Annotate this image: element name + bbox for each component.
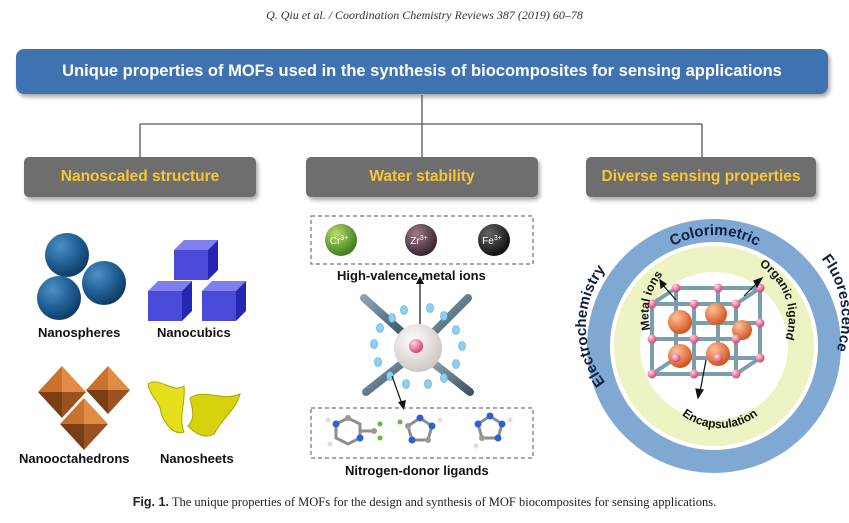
- ligand-molecule-2: [397, 414, 443, 444]
- label-nanooctahedrons: Nanooctahedrons: [19, 451, 130, 466]
- mof-lattice-illustration: [647, 276, 765, 400]
- ion-cr-label: Cr3+: [330, 235, 349, 247]
- nanospheres-illustration: [37, 233, 126, 320]
- label-high-valence-metal-ions: High-valence metal ions: [337, 268, 486, 283]
- ligand-molecule-3: [473, 412, 513, 449]
- stable-mof-node-illustration: [360, 276, 474, 410]
- label-nanospheres: Nanospheres: [38, 325, 121, 340]
- ion-fe-label: Fe3+: [482, 235, 502, 247]
- category-diverse-sensing: Diverse sensing properties: [586, 157, 816, 197]
- journal-header: Q. Qiu et al. / Coordination Chemistry R…: [266, 8, 583, 22]
- category-water-stability: Water stability: [306, 157, 538, 197]
- caption-label: Fig. 1.: [132, 495, 169, 509]
- category-label: Nanoscaled structure: [60, 168, 220, 185]
- caption-text: The unique properties of MOFs for the de…: [168, 495, 717, 509]
- figure-title: Unique properties of MOFs used in the sy…: [62, 62, 782, 80]
- label-nitrogen-donor-ligands: Nitrogen-donor ligands: [345, 463, 489, 478]
- connector-lines: [139, 95, 703, 157]
- category-label: Diverse sensing properties: [601, 168, 801, 185]
- ligand-molecule-1: [325, 415, 383, 447]
- category-nanoscaled-structure: Nanoscaled structure: [24, 157, 256, 197]
- category-label: Water stability: [369, 168, 475, 185]
- label-nanosheets: Nanosheets: [160, 451, 234, 466]
- ion-zr-label: Zr3+: [410, 235, 427, 247]
- nanosheets-illustration: [147, 381, 241, 437]
- nanooctahedrons-illustration: [38, 366, 130, 450]
- metal-ions-box: [310, 215, 534, 265]
- nitrogen-ligands-box: [310, 407, 534, 459]
- figure-caption: Fig. 1. The unique properties of MOFs fo…: [0, 495, 849, 510]
- nanocubics-illustration: [148, 240, 246, 321]
- figure-title-banner: Unique properties of MOFs used in the sy…: [16, 49, 828, 94]
- label-nanocubics: Nanocubics: [157, 325, 231, 340]
